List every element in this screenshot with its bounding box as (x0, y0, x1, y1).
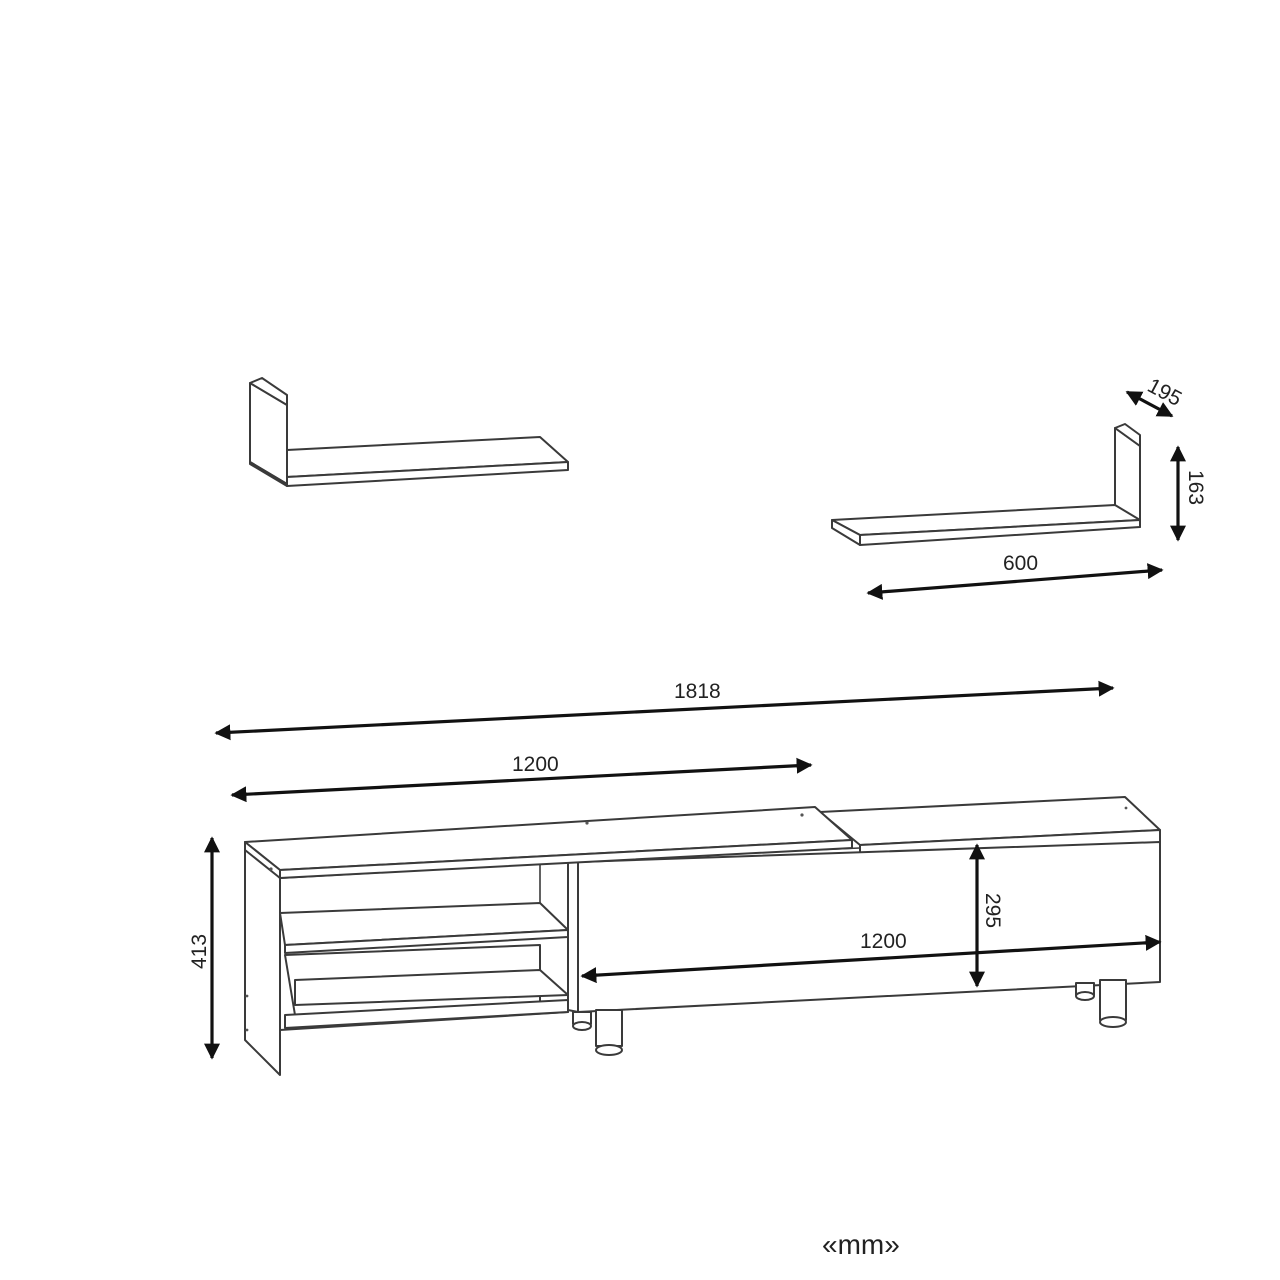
units-label: «mm» (822, 1229, 900, 1260)
dimension-label-295: 295 (981, 893, 1004, 928)
dimension-label-1818: 1818 (674, 680, 721, 703)
wall-shelf-right (831, 423, 1141, 546)
dimension-width-1200-bottom: 1200 (580, 930, 1162, 984)
dimension-height-163: 163 (1170, 445, 1207, 542)
wall-shelf-left (249, 377, 569, 487)
dimension-label-600: 600 (1003, 552, 1038, 575)
leg-front-right (1099, 979, 1127, 1028)
tv-unit (244, 796, 1161, 1076)
leg-rear-left (572, 1011, 592, 1031)
leg-front-left (595, 1009, 623, 1056)
dimension-depth-195: 195 (1125, 374, 1185, 418)
dimension-label-163: 163 (1184, 470, 1207, 505)
dimension-width-1200-top: 1200 (230, 753, 813, 803)
dimension-label-1200-top: 1200 (512, 753, 559, 776)
leg-rear-right (1075, 982, 1095, 1001)
dimension-height-413: 413 (188, 836, 220, 1060)
dimension-width-600: 600 (866, 552, 1164, 600)
dimension-label-1200-bottom: 1200 (860, 930, 907, 953)
dimension-label-413: 413 (188, 934, 211, 969)
dimension-width-1818: 1818 (214, 680, 1115, 741)
